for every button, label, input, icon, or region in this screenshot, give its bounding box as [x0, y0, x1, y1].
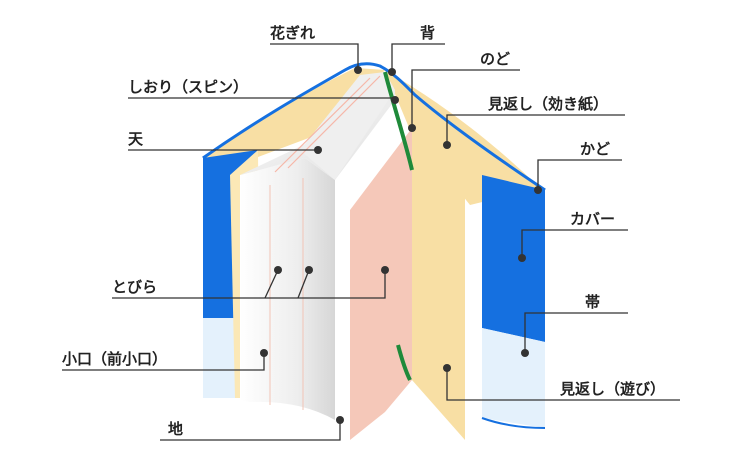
label-mikaeshi-asobi: 見返し（遊び）: [559, 380, 665, 398]
label-shiori: しおり（スピン）: [128, 78, 248, 96]
dot-tobira-2: [305, 266, 313, 274]
leader-se: [392, 44, 445, 72]
dot-cover: [518, 254, 526, 262]
dot-ten: [314, 146, 322, 154]
tobira-page: [350, 128, 412, 440]
dot-obi: [521, 349, 529, 357]
leader-kado: [538, 160, 622, 190]
dot-tobira-3: [381, 266, 389, 274]
dot-koguchi: [260, 349, 268, 357]
label-koguchi: 小口（前小口）: [62, 350, 167, 368]
leader-chi: [160, 420, 340, 440]
label-obi: 帯: [585, 293, 600, 311]
dot-chi: [336, 416, 344, 424]
label-nodo: のど: [480, 50, 510, 68]
label-se: 背: [420, 24, 435, 42]
label-hanagire: 花ぎれ: [270, 24, 315, 42]
dot-mikaeshi-asobi: [443, 364, 451, 372]
leader-hanagire: [270, 44, 358, 70]
label-tobira: とびら: [112, 278, 157, 296]
label-cover: カバー: [570, 210, 615, 228]
label-mikaeshi-kikigami: 見返し（効き紙）: [487, 95, 608, 113]
page-block-face: [240, 158, 335, 420]
label-kado: かど: [580, 140, 610, 158]
label-ten: 天: [128, 130, 144, 148]
dot-kado: [534, 186, 542, 194]
dot-shiori: [391, 96, 399, 104]
dot-tobira-1: [274, 266, 282, 274]
dot-mikaeshi-kikigami: [443, 141, 451, 149]
cover-right-blue: [482, 175, 545, 342]
dot-se: [388, 68, 396, 76]
dot-hanagire: [354, 66, 362, 74]
dot-nodo: [408, 124, 416, 132]
obi-right: [482, 328, 545, 428]
label-chi: 地: [168, 420, 183, 438]
